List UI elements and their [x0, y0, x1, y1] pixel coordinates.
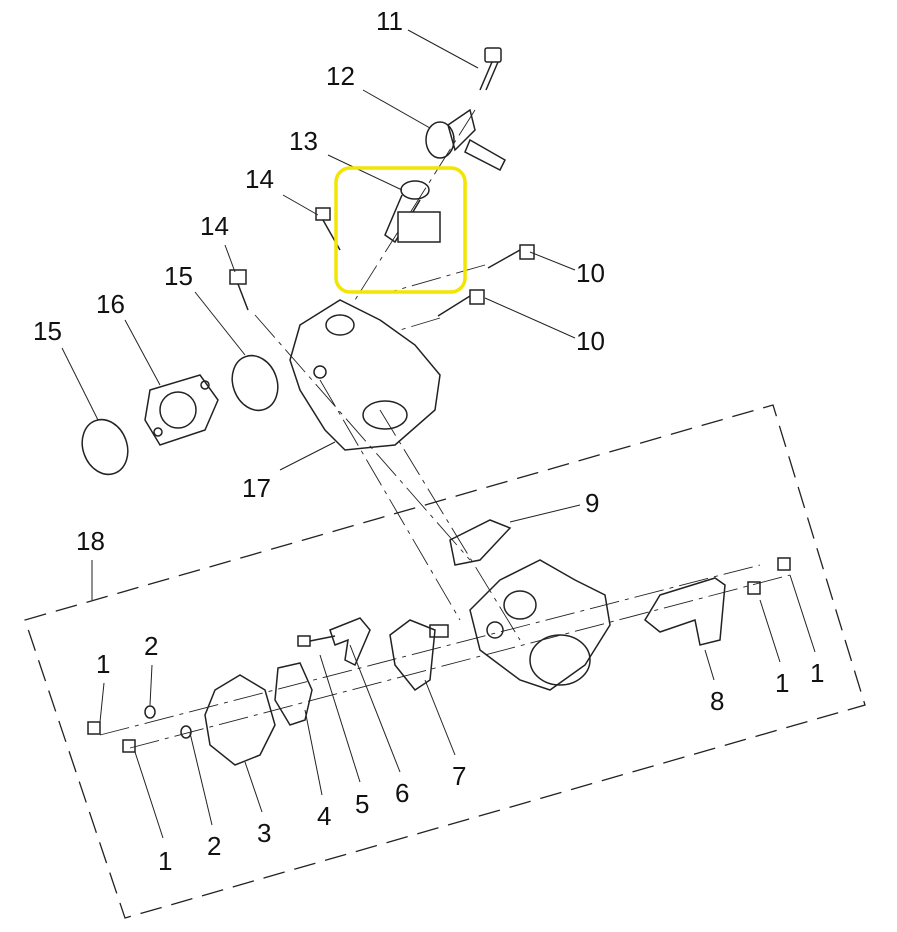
callout-11: 11: [376, 6, 403, 36]
throttle-body: [469, 559, 611, 691]
callout-13: 13: [289, 126, 318, 156]
part-12-fuel-connector: [425, 108, 506, 172]
callout-14: 14: [200, 211, 229, 241]
callout-10: 10: [576, 326, 605, 356]
callout-7: 7: [452, 761, 467, 791]
part-13-fuel-injector: [384, 180, 441, 244]
part-8-bracket: [644, 577, 726, 646]
callout-6: 6: [395, 778, 410, 808]
callout-5: 5: [355, 789, 370, 819]
callout-4: 4: [317, 801, 332, 831]
part-2-washer: [144, 705, 192, 739]
part-11-bolt: [479, 47, 502, 91]
callout-2: 2: [144, 631, 159, 661]
part-1-screw: [87, 557, 791, 753]
callout-17: 17: [242, 473, 271, 503]
part-5-screw: [297, 635, 336, 647]
part-4-gasket: [274, 662, 313, 726]
callout-3: 3: [257, 818, 272, 848]
callout-12: 12: [326, 61, 355, 91]
part-3-cover: [204, 674, 276, 766]
callout-1: 1: [775, 668, 790, 698]
part-6-bracket: [329, 617, 371, 667]
center-lines: [99, 109, 791, 749]
callout-9: 9: [585, 488, 600, 518]
callout-18: 18: [76, 526, 105, 556]
part-7-sensor: [389, 619, 449, 692]
callout-8: 8: [710, 686, 725, 716]
callout-1: 1: [158, 846, 173, 876]
callout-14: 14: [245, 164, 274, 194]
callout-1: 1: [96, 649, 111, 679]
part-17-intake-manifold: [289, 299, 441, 451]
part-10-bolt: [437, 244, 535, 317]
assembly-18-boundary: [24, 404, 866, 919]
callout-1: 1: [810, 658, 825, 688]
leader-lines: [61, 29, 816, 839]
part-15-o-ring: [81, 354, 279, 476]
part-16-flange: [144, 374, 219, 446]
callout-15: 15: [33, 316, 62, 346]
part-14-screw: [229, 207, 341, 311]
callout-15: 15: [164, 261, 193, 291]
highlight-box-part-13[interactable]: [334, 166, 467, 294]
callout-2: 2: [207, 831, 222, 861]
callout-10: 10: [576, 258, 605, 288]
part-9-gasket: [449, 519, 512, 566]
callout-16: 16: [96, 289, 125, 319]
